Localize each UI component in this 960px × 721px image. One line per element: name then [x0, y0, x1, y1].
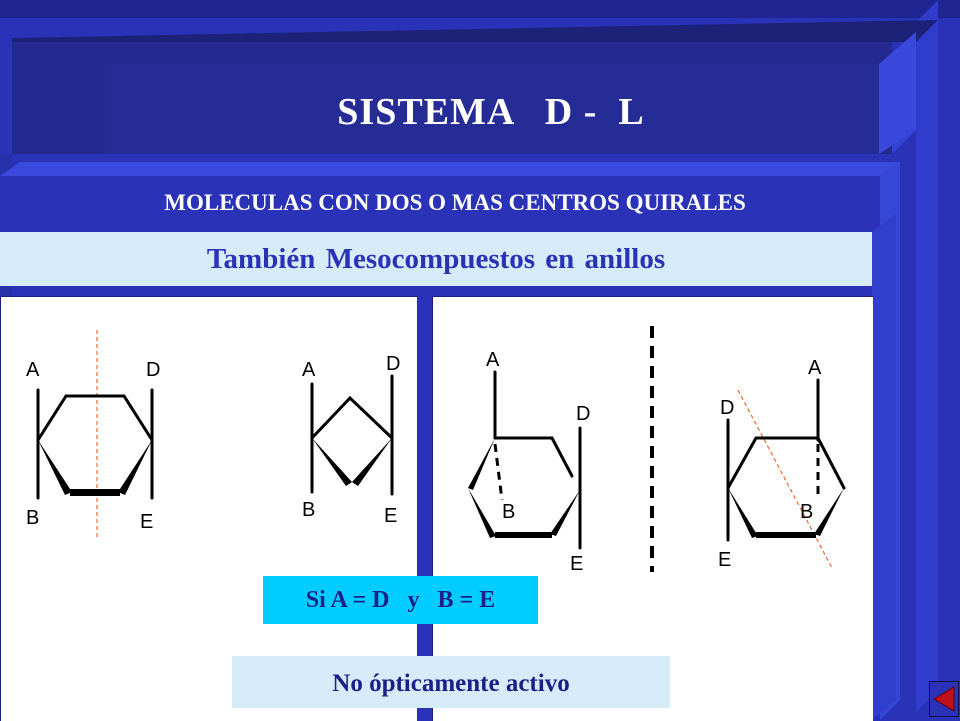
label-d: D: [386, 353, 400, 375]
chair-molecule-1: A D B E: [468, 349, 590, 575]
chair-molecule-2: A D B E: [718, 357, 846, 571]
label-a: A: [808, 357, 822, 379]
label-e: E: [718, 549, 731, 571]
label-d: D: [146, 359, 160, 381]
condition-box: Si A = D y B = E: [263, 576, 538, 624]
result-box: No ópticamente activo: [232, 656, 670, 708]
slide-subtitle: MOLECULAS CON DOS O MAS CENTROS QUIRALES: [164, 190, 746, 215]
label-b: B: [26, 507, 39, 529]
banner-text: También Mesocompuestos en anillos: [206, 243, 666, 275]
label-e: E: [570, 553, 583, 575]
previous-slide-button[interactable]: [929, 681, 959, 717]
label-a: A: [486, 349, 500, 371]
hexagon-molecule: A D B E: [26, 330, 160, 540]
label-e: E: [384, 505, 397, 527]
square-molecule: A D B E: [302, 353, 400, 527]
banner: También Mesocompuestos en anillos: [0, 232, 872, 286]
slide-title: SISTEMA D - L: [337, 91, 645, 133]
label-b: B: [800, 501, 813, 523]
symmetry-line: [737, 389, 833, 569]
previous-triangle-icon: [933, 686, 955, 712]
label-a: A: [26, 359, 40, 381]
panel-left: [0, 296, 417, 721]
label-d: D: [720, 397, 734, 419]
label-b: B: [502, 501, 515, 523]
label-e: E: [140, 511, 153, 533]
label-d: D: [576, 403, 590, 425]
label-a: A: [302, 359, 316, 381]
label-b: B: [302, 499, 315, 521]
